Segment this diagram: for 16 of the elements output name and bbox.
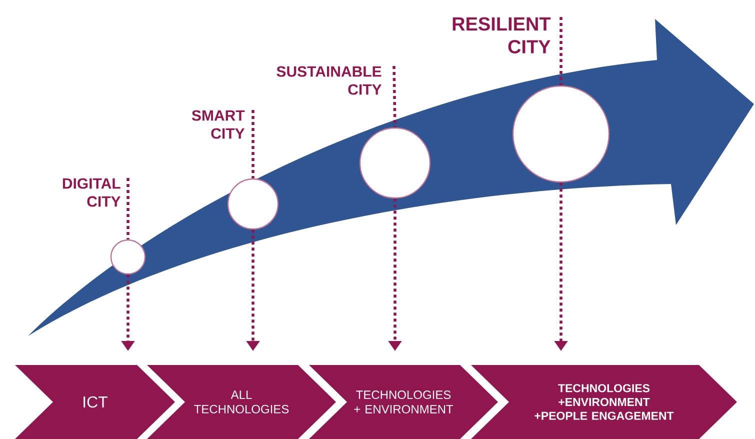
stage-label: SUSTAINABLE CITY	[276, 66, 382, 95]
stage-banner: TECHNOLOGIES + ENVIRONMENT	[309, 364, 498, 439]
node-label: TECHNOLOGIES + ENVIRONMENT	[354, 390, 454, 414]
stage-label: DIGITAL CITY	[62, 178, 121, 207]
milestone-circle	[512, 85, 610, 183]
stage-label: SMART CITY	[192, 110, 245, 139]
node-label: ALL TECHNOLOGIES	[194, 390, 289, 414]
milestone-circle	[110, 239, 146, 275]
stage-banner: TECHNOLOGIES +ENVIRONMENT +PEOPLE ENGAGEMENT	[471, 364, 737, 439]
node-label: ICT	[84, 396, 108, 408]
milestone-circle	[227, 178, 279, 230]
milestone-circle	[359, 127, 431, 199]
stage-banner: ICT	[15, 364, 175, 439]
stage-label: RESILIENT CITY	[452, 17, 551, 54]
stage-banner: ALL TECHNOLOGIES	[147, 364, 336, 439]
node-label: TECHNOLOGIES +ENVIRONMENT +PEOPLE ENGAGEMENT	[534, 384, 674, 420]
